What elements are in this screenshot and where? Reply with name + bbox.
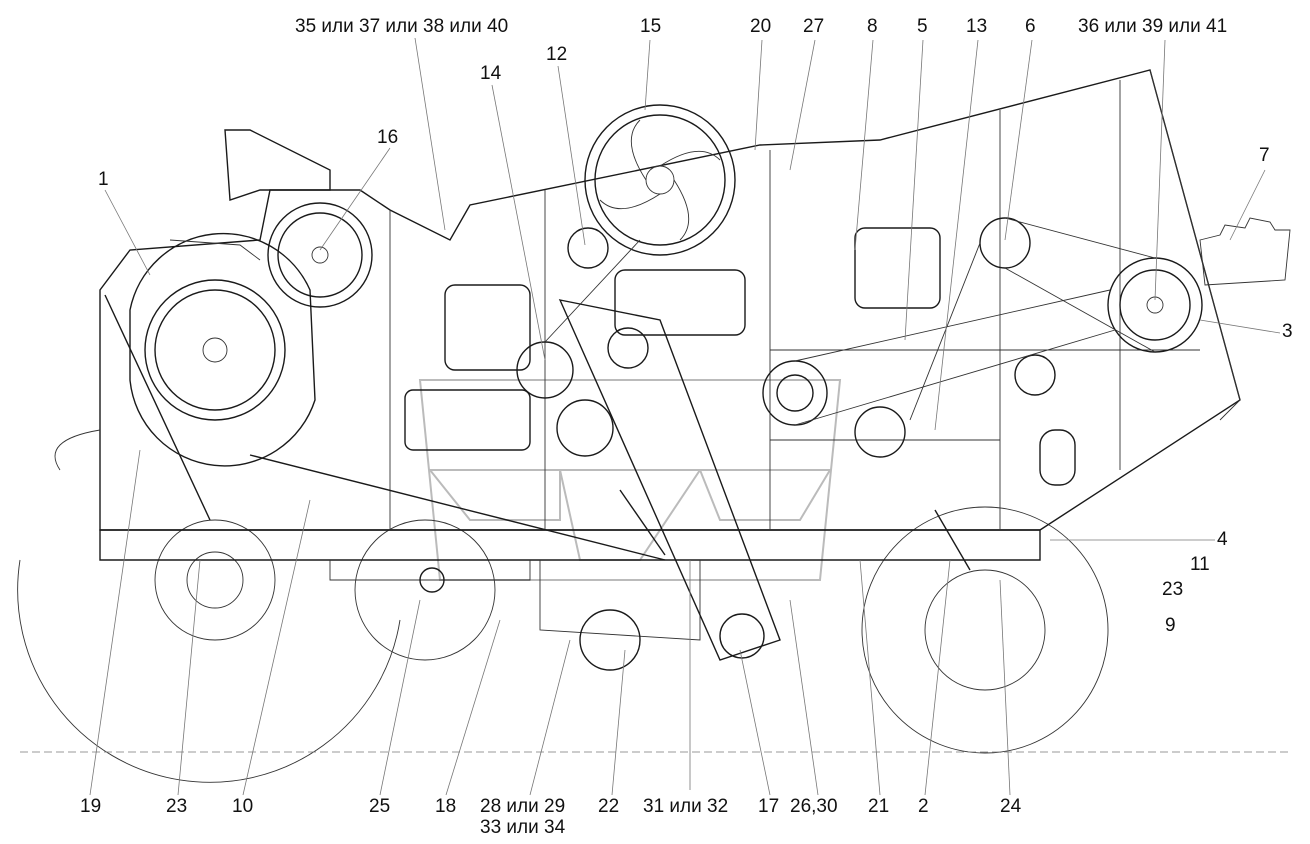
callout-17: 17 xyxy=(758,796,780,817)
callout-33: 33 или 34 xyxy=(480,817,566,838)
callout-12: 12 xyxy=(546,44,568,65)
callout-9: 9 xyxy=(1165,615,1176,636)
ground-wheels xyxy=(17,506,1109,783)
callout-15: 15 xyxy=(640,16,662,37)
callout-23-bottom: 23 xyxy=(166,796,188,817)
callout-14: 14 xyxy=(480,63,502,84)
callout-3: 3 xyxy=(1282,321,1293,342)
callout-23-right: 23 xyxy=(1162,579,1184,600)
watermark-logo xyxy=(418,379,842,581)
callout-13: 13 xyxy=(966,16,988,37)
callout-35: 35 или 37 или 38 или 40 xyxy=(295,16,509,37)
callout-22: 22 xyxy=(598,796,620,817)
drive-pulleys xyxy=(104,104,1291,671)
callout-2: 2 xyxy=(918,796,929,817)
callout-8: 8 xyxy=(867,16,878,37)
callout-27: 27 xyxy=(803,16,825,37)
callout-7: 7 xyxy=(1259,145,1270,166)
callout-6: 6 xyxy=(1025,16,1036,37)
callout-19: 19 xyxy=(80,796,102,817)
baler-body xyxy=(54,69,1241,641)
callout-20: 20 xyxy=(750,16,772,37)
callout-28: 28 или 29 xyxy=(480,796,566,817)
callout-4: 4 xyxy=(1217,529,1228,550)
callout-21: 21 xyxy=(868,796,890,817)
leader-lines xyxy=(20,37,1290,796)
callout-10: 10 xyxy=(232,796,254,817)
callout-36: 36 или 39 или 41 xyxy=(1078,16,1228,37)
callout-24: 24 xyxy=(1000,796,1022,817)
callout-16: 16 xyxy=(377,127,399,148)
callout-5: 5 xyxy=(917,16,928,37)
callout-25: 25 xyxy=(369,796,391,817)
callout-11: 11 xyxy=(1190,554,1210,575)
callout-18: 18 xyxy=(435,796,457,817)
callout-31: 31 или 32 xyxy=(643,796,729,817)
callout-1: 1 xyxy=(98,169,109,190)
callout-26: 26,30 xyxy=(790,796,838,817)
